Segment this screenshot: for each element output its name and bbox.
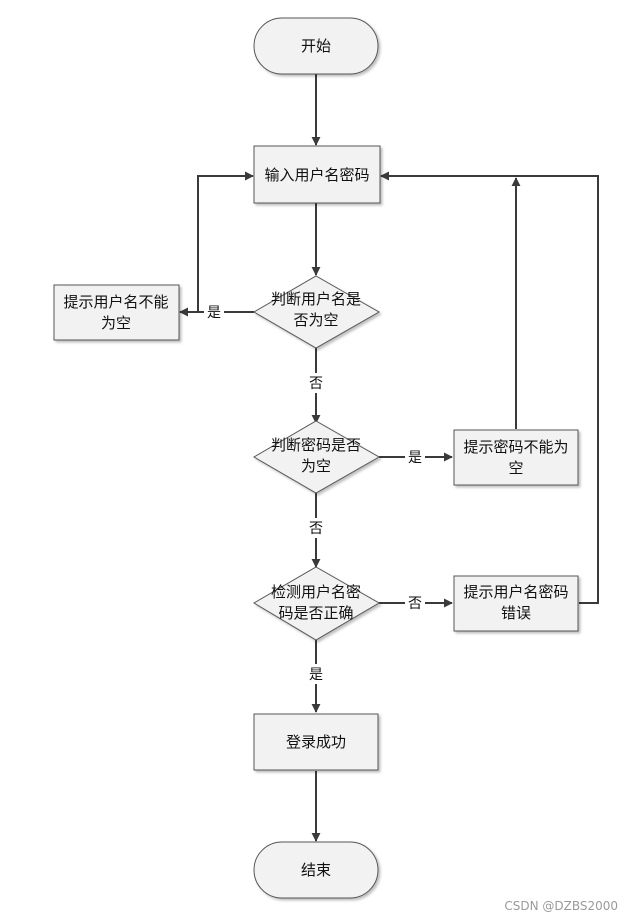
prompt-credentials-wrong-line2: 错误 xyxy=(501,604,531,622)
prompt-username-empty-line1: 提示用户名不能 xyxy=(63,293,168,311)
edge-label-verify-yes: 是 xyxy=(309,667,323,683)
end-label: 结束 xyxy=(301,861,331,879)
prompt-username-empty-step: 提示用户名不能 为空 xyxy=(53,284,180,341)
edge-label-username-yes: 是 xyxy=(207,305,221,321)
verify-credentials-line2: 码是否正确 xyxy=(278,604,353,622)
login-success-label: 登录成功 xyxy=(286,733,346,751)
input-credentials-step: 输入用户名密码 xyxy=(253,145,381,204)
watermark: CSDN @DZBS2000 xyxy=(504,899,618,913)
edge-label-password-no: 否 xyxy=(309,521,323,537)
start-label: 开始 xyxy=(301,37,331,55)
check-password-empty-line2: 为空 xyxy=(301,457,331,475)
prompt-password-empty-line1: 提示密码不能为 xyxy=(463,438,568,456)
check-username-empty-decision: 判断用户名是 否为空 xyxy=(253,275,381,349)
login-success-step: 登录成功 xyxy=(253,713,379,771)
end-terminal: 结束 xyxy=(253,841,379,899)
check-username-empty-line1: 判断用户名是 xyxy=(271,290,361,308)
edge-label-password-yes: 是 xyxy=(408,450,422,466)
edge-label-username-no: 否 xyxy=(309,376,323,392)
prompt-username-empty-line2: 为空 xyxy=(101,314,131,332)
input-credentials-label: 输入用户名密码 xyxy=(264,166,369,184)
edge-wrong-loop xyxy=(380,171,599,604)
prompt-password-empty-step: 提示密码不能为 空 xyxy=(453,429,579,486)
edge-username-loop xyxy=(197,171,254,312)
edge-label-verify-no: 否 xyxy=(408,596,422,612)
prompt-password-empty-line2: 空 xyxy=(508,459,523,477)
check-username-empty-line2: 否为空 xyxy=(293,311,338,329)
check-password-empty-line1: 判断密码是否 xyxy=(271,436,361,454)
start-terminal: 开始 xyxy=(253,17,379,75)
prompt-credentials-wrong-line1: 提示用户名密码 xyxy=(463,583,568,601)
verify-credentials-decision: 检测用户名密 码是否正确 xyxy=(253,566,380,641)
verify-credentials-line1: 检测用户名密 xyxy=(271,583,361,601)
check-password-empty-decision: 判断密码是否 为空 xyxy=(253,420,381,494)
prompt-credentials-wrong-step: 提示用户名密码 错误 xyxy=(453,575,579,632)
